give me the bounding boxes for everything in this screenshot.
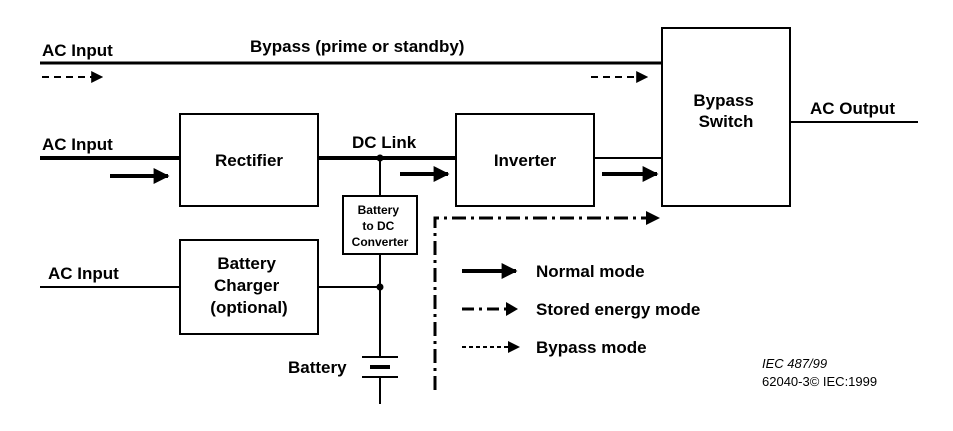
bypass-switch-block bbox=[661, 27, 791, 207]
legend: Normal mode Stored energy mode Bypass mo… bbox=[462, 262, 700, 357]
battery-charger-label: Battery Charger (optional) bbox=[210, 254, 287, 317]
dc-link-label: DC Link bbox=[352, 133, 417, 152]
bypass-path-label: Bypass (prime or standby) bbox=[250, 37, 464, 56]
ac-output-label: AC Output bbox=[810, 99, 895, 118]
legend-stored-arrowhead bbox=[506, 302, 518, 316]
battery-label: Battery bbox=[288, 358, 347, 377]
ac-input-charger-label: AC Input bbox=[48, 264, 119, 283]
citation-ref: IEC 487/99 bbox=[762, 356, 827, 371]
inverter-label: Inverter bbox=[494, 151, 557, 170]
dc-converter-label: Battery to DC Converter bbox=[352, 203, 409, 249]
dc-converter-block bbox=[342, 195, 418, 255]
stored-energy-path bbox=[433, 216, 650, 390]
legend-bypass-arrowhead bbox=[508, 341, 520, 353]
rectifier-block bbox=[179, 113, 319, 207]
ac-input-bypass-label: AC Input bbox=[42, 41, 113, 60]
battery-charger-block bbox=[179, 239, 319, 335]
legend-bypass-label: Bypass mode bbox=[536, 338, 647, 357]
rectifier-label: Rectifier bbox=[215, 151, 283, 170]
inverter-block bbox=[455, 113, 595, 207]
legend-stored-label: Stored energy mode bbox=[536, 300, 700, 319]
bypass-switch-label: Bypass Switch bbox=[693, 91, 758, 131]
legend-normal-label: Normal mode bbox=[536, 262, 645, 281]
stored-energy-arrowhead bbox=[646, 211, 660, 225]
ac-input-rectifier-label: AC Input bbox=[42, 135, 113, 154]
battery-symbol bbox=[362, 356, 398, 404]
citation-standard: 62040-3© IEC:1999 bbox=[762, 374, 877, 389]
